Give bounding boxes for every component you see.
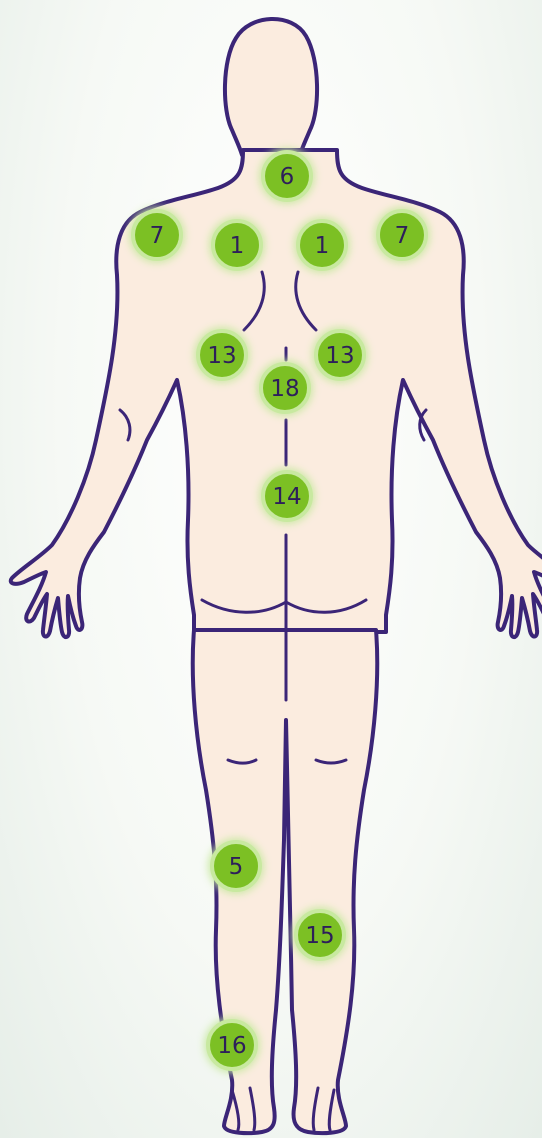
marker-label: 7 bbox=[395, 223, 410, 249]
marker-right-calf: 15 bbox=[292, 907, 348, 963]
marker-label: 14 bbox=[272, 484, 301, 510]
marker-label: 1 bbox=[315, 233, 330, 259]
marker-label: 15 bbox=[305, 923, 334, 949]
marker-left-mid-back: 13 bbox=[194, 327, 250, 383]
marker-left-upper-back: 1 bbox=[209, 217, 265, 273]
marker-spine-thoracic: 18 bbox=[257, 360, 313, 416]
marker-neck: 6 bbox=[259, 148, 315, 204]
marker-label: 13 bbox=[207, 343, 236, 369]
marker-label: 18 bbox=[270, 376, 299, 402]
marker-label: 16 bbox=[217, 1033, 246, 1059]
marker-spine-lumbar: 14 bbox=[259, 468, 315, 524]
marker-right-mid-back: 13 bbox=[312, 327, 368, 383]
marker-label: 5 bbox=[229, 854, 244, 880]
marker-left-ankle: 16 bbox=[204, 1017, 260, 1073]
head bbox=[225, 19, 317, 155]
marker-left-calf: 5 bbox=[208, 838, 264, 894]
marker-label: 1 bbox=[230, 233, 245, 259]
marker-right-shoulder: 7 bbox=[374, 207, 430, 263]
marker-label: 13 bbox=[325, 343, 354, 369]
marker-right-upper-back: 1 bbox=[294, 217, 350, 273]
marker-label: 7 bbox=[150, 223, 165, 249]
marker-left-shoulder: 7 bbox=[129, 207, 185, 263]
marker-label: 6 bbox=[280, 164, 295, 190]
